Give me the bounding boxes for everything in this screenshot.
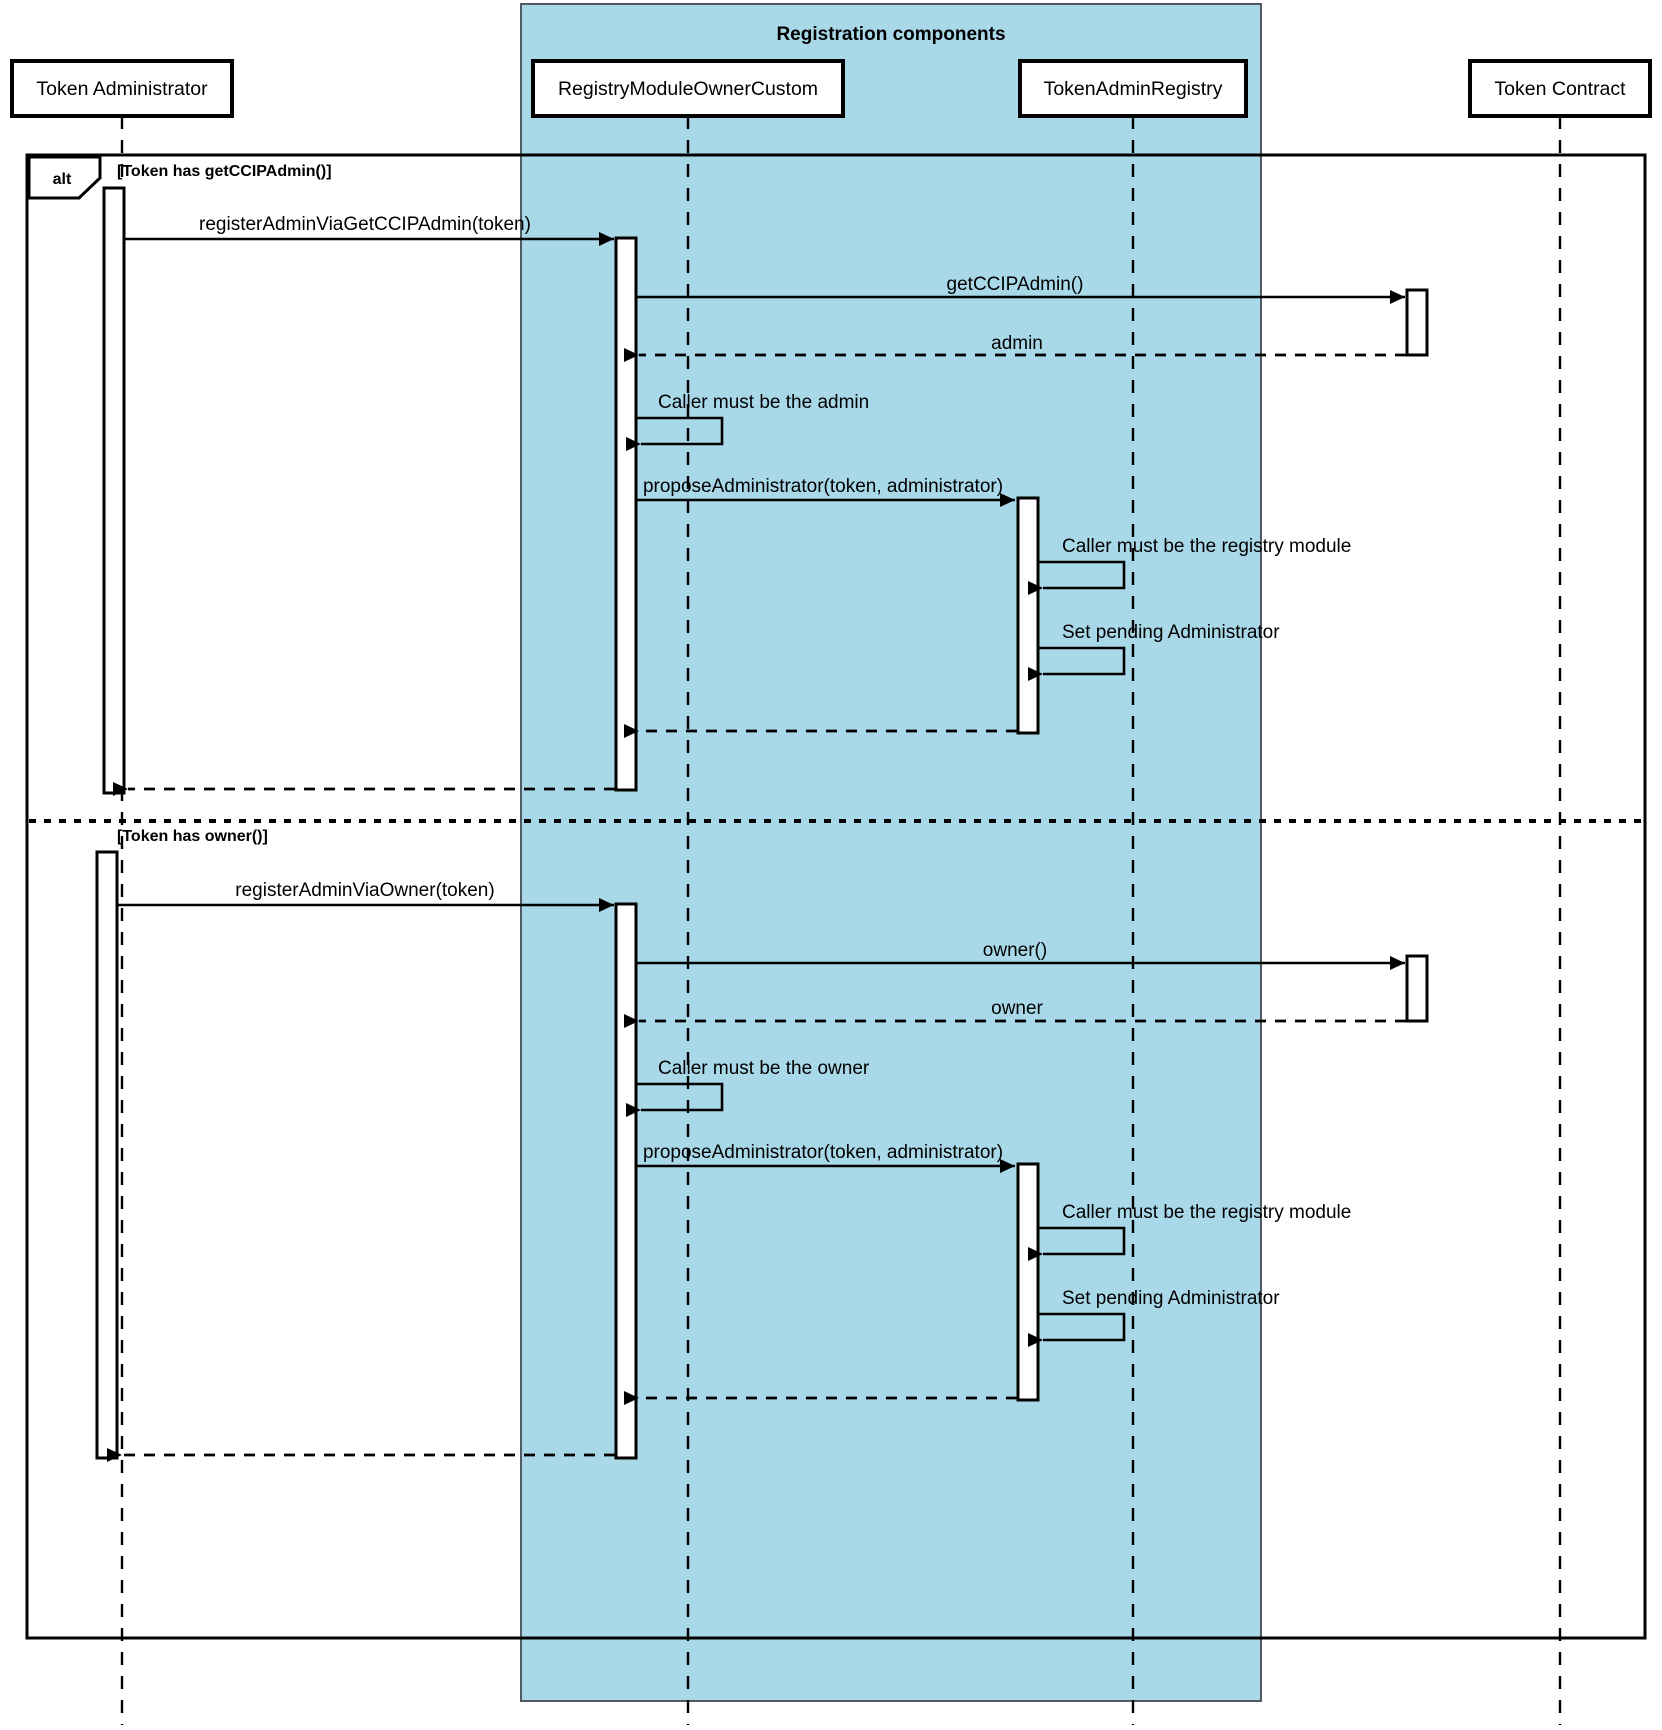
message-label-14: proposeAdministrator(token, administrato… bbox=[643, 1142, 1003, 1163]
participant-head-token-administrator[interactable]: Token Administrator bbox=[10, 59, 234, 118]
message-owner-return[interactable]: owner bbox=[624, 998, 1406, 1028]
message-proposeadministrator-1[interactable]: proposeAdministrator(token, administrato… bbox=[637, 476, 1015, 507]
participant-label-token-contract: Token Contract bbox=[1494, 78, 1626, 100]
alt-guard-2: [Token has owner()] bbox=[117, 828, 268, 845]
message-registeradminviagetccipadmin[interactable]: registerAdminViaGetCCIPAdmin(token) bbox=[124, 214, 614, 246]
message-label-16: Set pending Administrator bbox=[1062, 1288, 1280, 1309]
message-self-caller-must-be-owner[interactable]: Caller must be the owner bbox=[626, 1058, 870, 1117]
message-label-15: Caller must be the registry module bbox=[1062, 1202, 1351, 1223]
activation-registrymoduleownercustom-2 bbox=[614, 902, 638, 1460]
message-label-6: Caller must be the registry module bbox=[1062, 536, 1351, 557]
activation-token-administrator-1 bbox=[102, 186, 126, 795]
participant-label-token-administrator: Token Administrator bbox=[36, 78, 208, 100]
activation-token-contract-2 bbox=[1405, 954, 1429, 1023]
message-self-set-pending-administrator-1[interactable]: Set pending Administrator bbox=[1028, 622, 1280, 681]
message-registeradminviaowner[interactable]: registerAdminViaOwner(token) bbox=[118, 880, 614, 912]
message-label-1: registerAdminViaGetCCIPAdmin(token) bbox=[199, 214, 531, 235]
message-label-2: getCCIPAdmin() bbox=[947, 274, 1084, 295]
message-self-caller-must-be-admin[interactable]: Caller must be the admin bbox=[626, 392, 869, 451]
message-self-caller-must-be-registry-module-1[interactable]: Caller must be the registry module bbox=[1028, 536, 1351, 595]
message-owner-call[interactable]: owner() bbox=[637, 940, 1405, 970]
group-box-label: Registration components bbox=[776, 24, 1005, 45]
message-label-12: owner bbox=[991, 998, 1043, 1019]
participant-head-tokenadminregistry[interactable]: TokenAdminRegistry bbox=[1018, 59, 1248, 118]
group-box-registration-components: Registration components bbox=[520, 3, 1262, 1702]
participant-head-token-contract[interactable]: Token Contract bbox=[1468, 59, 1652, 118]
message-label-5: proposeAdministrator(token, administrato… bbox=[643, 476, 1003, 497]
message-label-3: admin bbox=[991, 333, 1043, 354]
message-getccipadmin[interactable]: getCCIPAdmin() bbox=[637, 274, 1405, 304]
alt-fragment-frame: alt [Token has getCCIPAdmin()] [Token ha… bbox=[25, 153, 1647, 1640]
alt-guard-1: [Token has getCCIPAdmin()] bbox=[117, 163, 332, 180]
message-label-4: Caller must be the admin bbox=[658, 392, 869, 413]
message-proposeadministrator-2[interactable]: proposeAdministrator(token, administrato… bbox=[637, 1142, 1015, 1173]
participant-label-registrymoduleownercustom: RegistryModuleOwnerCustom bbox=[558, 78, 818, 100]
activation-tokenadminregistry-1 bbox=[1016, 496, 1040, 735]
message-admin-return[interactable]: admin bbox=[624, 333, 1406, 362]
message-label-13: Caller must be the owner bbox=[658, 1058, 870, 1079]
activation-token-contract-1 bbox=[1405, 288, 1429, 357]
activation-token-administrator-2 bbox=[95, 850, 119, 1460]
participant-label-tokenadminregistry: TokenAdminRegistry bbox=[1044, 78, 1223, 100]
alt-operator-label: alt bbox=[53, 171, 72, 188]
message-label-11: owner() bbox=[983, 940, 1047, 961]
activation-tokenadminregistry-2 bbox=[1016, 1162, 1040, 1402]
message-self-caller-must-be-registry-module-2[interactable]: Caller must be the registry module bbox=[1028, 1202, 1351, 1261]
activation-registrymoduleownercustom-1 bbox=[614, 236, 638, 792]
message-self-set-pending-administrator-2[interactable]: Set pending Administrator bbox=[1028, 1288, 1280, 1347]
message-label-10: registerAdminViaOwner(token) bbox=[235, 880, 494, 901]
participant-head-registrymoduleownercustom[interactable]: RegistryModuleOwnerCustom bbox=[531, 59, 845, 118]
message-label-7: Set pending Administrator bbox=[1062, 622, 1280, 643]
